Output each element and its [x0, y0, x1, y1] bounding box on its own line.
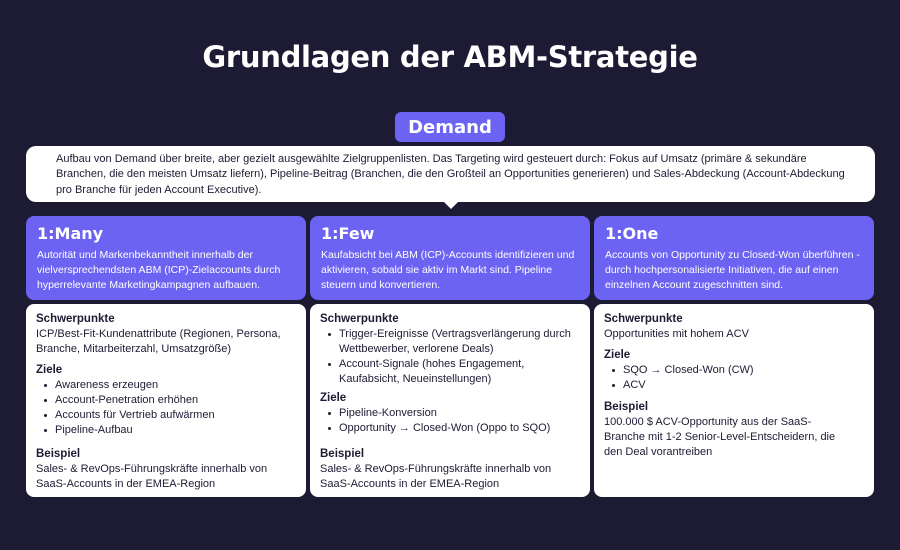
- focus-text: ICP/Best-Fit-Kundenattribute (Regionen, …: [36, 328, 281, 355]
- goals-list: Awareness erzeugen Account-Penetration e…: [36, 378, 296, 438]
- list-item: Opportunity → Closed-Won (Oppo to SQO): [328, 421, 580, 436]
- column-header: 1:Few Kaufabsicht bei ABM (ICP)-Accounts…: [310, 216, 590, 300]
- focus-text: Opportunities mit hohem ACV: [604, 328, 749, 340]
- example-heading: Beispiel: [36, 448, 81, 460]
- goals-list: SQO → Closed-Won (CW) ACV: [604, 363, 864, 393]
- column-one-to-one: 1:One Accounts von Opportunity zu Closed…: [594, 216, 874, 497]
- list-item: Account-Penetration erhöhen: [44, 393, 296, 408]
- list-item: Account-Signale (hohes Engagement, Kaufa…: [328, 357, 580, 387]
- column-one-to-many: 1:Many Autorität und Markenbekanntheit i…: [26, 216, 306, 497]
- demand-label: Demand: [395, 112, 505, 142]
- focus-list: Trigger-Ereignisse (Vertragsverlängerung…: [320, 327, 580, 387]
- list-item: Pipeline-Aufbau: [44, 423, 296, 438]
- focus-heading: Schwerpunkte: [320, 313, 399, 325]
- column-body: Schwerpunkte Trigger-Ereignisse (Vertrag…: [310, 304, 590, 497]
- example-text: 100.000 $ ACV-Opportunity aus der SaaS-B…: [604, 416, 836, 458]
- list-item: SQO → Closed-Won (CW): [612, 363, 864, 378]
- list-item: ACV: [612, 378, 864, 393]
- list-item: Awareness erzeugen: [44, 378, 296, 393]
- column-header: 1:Many Autorität und Markenbekanntheit i…: [26, 216, 306, 300]
- column-description: Autorität und Markenbekanntheit innerhal…: [37, 249, 281, 291]
- example-text: Sales- & RevOps-Führungskräfte innerhalb…: [320, 463, 552, 490]
- column-one-to-few: 1:Few Kaufabsicht bei ABM (ICP)-Accounts…: [310, 216, 590, 497]
- goals-heading: Ziele: [36, 364, 63, 376]
- column-body: Schwerpunkte Opportunities mit hohem ACV…: [594, 304, 874, 497]
- list-item: Accounts für Vertrieb aufwärmen: [44, 408, 296, 423]
- column-body: Schwerpunkte ICP/Best-Fit-Kundenattribut…: [26, 304, 306, 497]
- page-title: Grundlagen der ABM-Strategie: [202, 40, 698, 74]
- goals-heading: Ziele: [604, 349, 631, 361]
- focus-heading: Schwerpunkte: [36, 313, 115, 325]
- demand-pointer-arrow: [442, 200, 460, 209]
- list-item: Trigger-Ereignisse (Vertragsverlängerung…: [328, 327, 580, 357]
- demand-description: Aufbau von Demand über breite, aber gezi…: [26, 146, 875, 202]
- example-heading: Beispiel: [320, 448, 365, 460]
- column-title: 1:Many: [37, 224, 104, 243]
- column-title: 1:One: [605, 224, 659, 243]
- example-text: Sales- & RevOps-Führungskräfte innerhalb…: [36, 463, 268, 490]
- example-heading: Beispiel: [604, 401, 649, 413]
- column-header: 1:One Accounts von Opportunity zu Closed…: [594, 216, 874, 300]
- list-item: Pipeline-Konversion: [328, 406, 580, 421]
- column-description: Accounts von Opportunity zu Closed-Won ü…: [605, 249, 860, 291]
- focus-heading: Schwerpunkte: [604, 313, 683, 325]
- goals-heading: Ziele: [320, 392, 347, 404]
- column-title: 1:Few: [321, 224, 375, 243]
- goals-list: Pipeline-Konversion Opportunity → Closed…: [320, 406, 580, 436]
- column-description: Kaufabsicht bei ABM (ICP)-Accounts ident…: [321, 249, 575, 291]
